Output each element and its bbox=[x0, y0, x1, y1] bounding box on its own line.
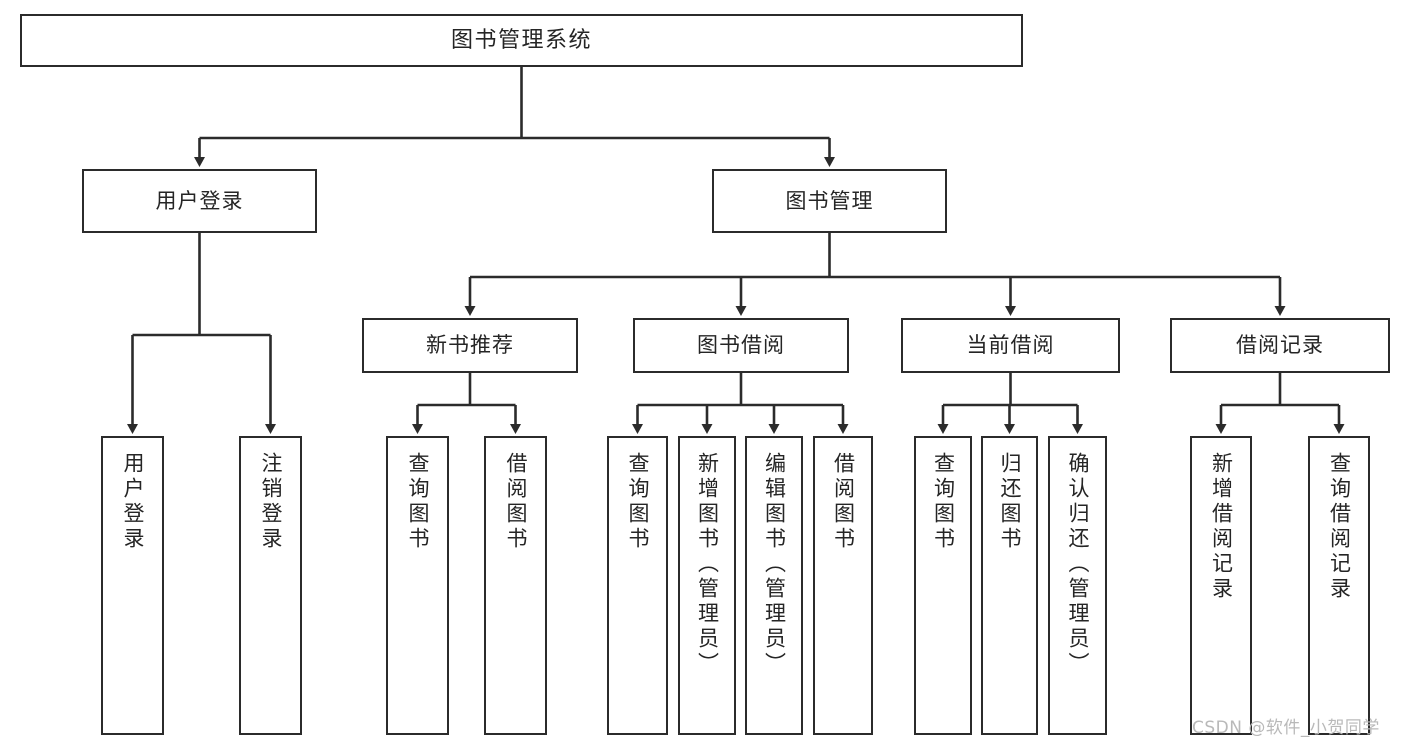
node-label: 借阅图书 bbox=[504, 452, 528, 552]
leaf-node-6[interactable]: 编辑图书（管理员） bbox=[745, 436, 803, 735]
level2-node-0[interactable]: 用户登录 bbox=[82, 169, 317, 233]
leaf-node-8[interactable]: 查询图书 bbox=[914, 436, 972, 735]
leaf-node-12[interactable]: 查询借阅记录 bbox=[1308, 436, 1370, 735]
node-label: 当前借阅 bbox=[966, 333, 1055, 358]
leaf-node-9[interactable]: 归还图书 bbox=[981, 436, 1038, 735]
node-label: 查询图书 bbox=[406, 452, 430, 552]
leaf-node-2[interactable]: 查询图书 bbox=[386, 436, 449, 735]
leaf-node-0[interactable]: 用户登录 bbox=[101, 436, 164, 735]
leaf-node-11[interactable]: 新增借阅记录 bbox=[1190, 436, 1252, 735]
node-label: 注销登录 bbox=[259, 452, 283, 552]
node-label: 确认归还（管理员） bbox=[1066, 452, 1090, 677]
level2-node-1[interactable]: 图书管理 bbox=[712, 169, 947, 233]
leaf-node-10[interactable]: 确认归还（管理员） bbox=[1048, 436, 1107, 735]
node-label: 图书借阅 bbox=[697, 333, 785, 358]
node-label: 编辑图书（管理员） bbox=[762, 452, 787, 677]
leaf-node-1[interactable]: 注销登录 bbox=[239, 436, 302, 735]
leaf-node-4[interactable]: 查询图书 bbox=[607, 436, 668, 735]
node-label: 用户登录 bbox=[121, 452, 145, 552]
node-label: 图书管理系统 bbox=[450, 27, 592, 53]
root-node-0[interactable]: 图书管理系统 bbox=[20, 14, 1023, 67]
level3-node-3[interactable]: 借阅记录 bbox=[1170, 318, 1390, 373]
node-label: 归还图书 bbox=[998, 452, 1022, 552]
node-label: 图书管理 bbox=[785, 188, 874, 213]
leaf-node-7[interactable]: 借阅图书 bbox=[813, 436, 873, 735]
level3-node-2[interactable]: 当前借阅 bbox=[901, 318, 1120, 373]
csdn-watermark: CSDN @软件_小贺同学 bbox=[1192, 718, 1380, 738]
node-label: 查询借阅记录 bbox=[1327, 452, 1352, 602]
node-label: 查询图书 bbox=[931, 452, 956, 552]
node-label: 用户登录 bbox=[155, 188, 244, 213]
node-label: 新增借阅记录 bbox=[1209, 452, 1234, 602]
node-label: 查询图书 bbox=[626, 452, 650, 552]
node-label: 新书推荐 bbox=[426, 333, 514, 358]
node-label: 新增图书（管理员） bbox=[695, 452, 720, 677]
node-label: 借阅图书 bbox=[831, 452, 856, 552]
leaf-node-3[interactable]: 借阅图书 bbox=[484, 436, 547, 735]
leaf-node-5[interactable]: 新增图书（管理员） bbox=[678, 436, 736, 735]
node-label: 借阅记录 bbox=[1236, 333, 1324, 358]
level3-node-1[interactable]: 图书借阅 bbox=[633, 318, 849, 373]
level3-node-0[interactable]: 新书推荐 bbox=[362, 318, 578, 373]
